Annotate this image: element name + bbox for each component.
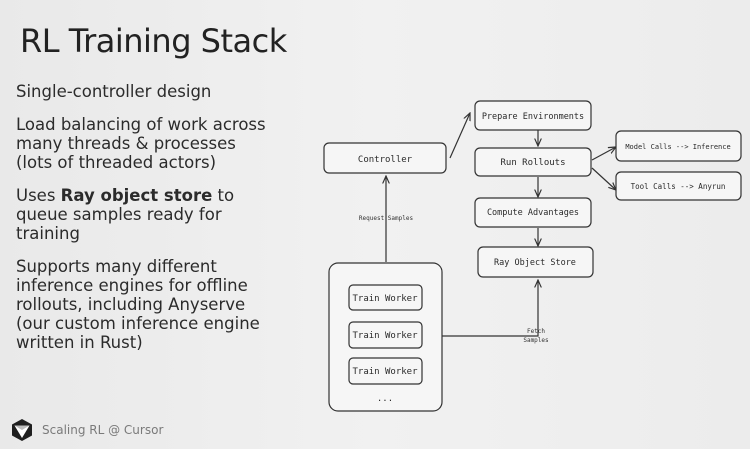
fetch-label: Fetch bbox=[527, 328, 545, 335]
prepare-environments-label: Prepare Environments bbox=[482, 112, 584, 122]
slide-title: RL Training Stack bbox=[20, 22, 287, 60]
bullet-ray-object-store: Uses Ray object store to queue samples r… bbox=[16, 186, 306, 243]
train-worker-2-label: Train Worker bbox=[352, 331, 418, 341]
footer-text: Scaling RL @ Cursor bbox=[42, 423, 164, 437]
edge-fetch-samples bbox=[442, 280, 538, 337]
compute-advantages-node bbox=[474, 197, 592, 228]
bullet-list: Single-controller design Load balancing … bbox=[16, 82, 306, 366]
train-worker-1-label: Train Worker bbox=[352, 294, 418, 304]
controller-label: Controller bbox=[358, 155, 413, 165]
controller-node bbox=[323, 142, 447, 174]
tool-calls-node bbox=[615, 171, 742, 201]
model-calls-node bbox=[615, 130, 742, 162]
run-rollouts-label: Run Rollouts bbox=[500, 158, 565, 168]
edge-rollouts-to-model-calls bbox=[591, 147, 616, 161]
run-rollouts-node bbox=[474, 147, 592, 177]
train-worker-1 bbox=[348, 284, 423, 311]
workers-ellipsis: ... bbox=[377, 394, 393, 404]
samples-label: Samples bbox=[523, 337, 549, 344]
bullet-single-controller: Single-controller design bbox=[16, 82, 306, 101]
train-worker-3-label: Train Worker bbox=[352, 367, 418, 377]
train-worker-2 bbox=[348, 321, 423, 349]
bullet-load-balancing: Load balancing of work across many threa… bbox=[16, 115, 306, 172]
model-calls-label: Model Calls --> Inference bbox=[625, 143, 730, 151]
bullet-text: Load balancing of work across many threa… bbox=[16, 115, 266, 172]
prepare-environments-node bbox=[474, 100, 592, 131]
footer: Scaling RL @ Cursor bbox=[10, 418, 163, 442]
bullet-text: Supports many different inference engine… bbox=[16, 257, 260, 352]
train-worker-3 bbox=[348, 357, 423, 385]
tool-calls-label: Tool Calls --> Anyrun bbox=[631, 182, 726, 191]
bullet-text-post: to queue samples ready for training bbox=[16, 186, 235, 243]
ray-object-store-node bbox=[477, 246, 594, 278]
cursor-logo-icon bbox=[12, 419, 32, 441]
bullet-inference-engines: Supports many different inference engine… bbox=[16, 257, 306, 352]
request-samples-label: Request Samples bbox=[359, 215, 414, 222]
bullet-text: Single-controller design bbox=[16, 82, 212, 101]
edge-controller-to-prepare bbox=[449, 113, 470, 159]
compute-advantages-label: Compute Advantages bbox=[487, 208, 579, 218]
ray-object-store-label: Ray Object Store bbox=[494, 258, 576, 268]
bullet-text-bold: Ray object store bbox=[60, 186, 213, 205]
bullet-text-pre: Uses bbox=[16, 186, 61, 205]
edge-rollouts-to-tool-calls bbox=[591, 167, 616, 190]
